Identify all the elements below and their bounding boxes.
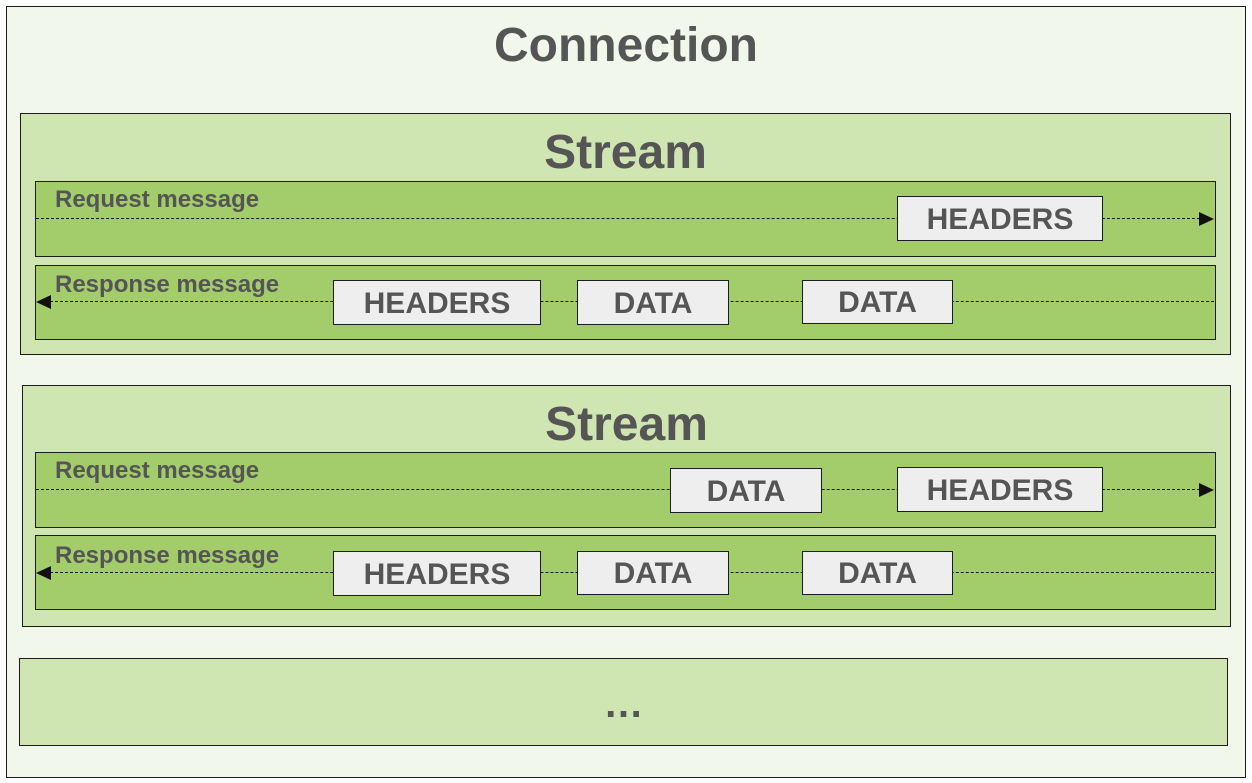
- request-arrow-right-icon-1: [1199, 212, 1214, 226]
- response-message-label-1: Response message: [55, 271, 280, 298]
- request-message-label-2: Request message: [55, 457, 260, 484]
- response-message-label-2: Response message: [55, 542, 280, 569]
- more-streams-ellipsis: …: [603, 682, 644, 726]
- response-arrow-left-icon-1: [36, 295, 51, 309]
- request-message-label-1: Request message: [55, 186, 260, 213]
- request-arrow-right-icon-2: [1199, 483, 1214, 497]
- frame-data: DATA: [802, 551, 953, 595]
- frame-headers: HEADERS: [897, 467, 1103, 512]
- request-direction-line-1: [36, 218, 1200, 219]
- request-direction-line-2: [36, 489, 1200, 490]
- frame-headers: HEADERS: [333, 551, 541, 596]
- stream-title-1: Stream: [544, 126, 707, 179]
- frame-headers: HEADERS: [333, 280, 541, 325]
- frame-data: DATA: [577, 280, 729, 325]
- response-arrow-left-icon-2: [36, 566, 51, 580]
- more-streams-box: [19, 658, 1228, 746]
- frame-data: DATA: [670, 468, 822, 513]
- connection-title: Connection: [494, 19, 758, 72]
- frame-data: DATA: [802, 280, 953, 324]
- stream-title-2: Stream: [545, 398, 708, 451]
- frame-headers: HEADERS: [897, 196, 1103, 241]
- frame-data: DATA: [577, 551, 729, 595]
